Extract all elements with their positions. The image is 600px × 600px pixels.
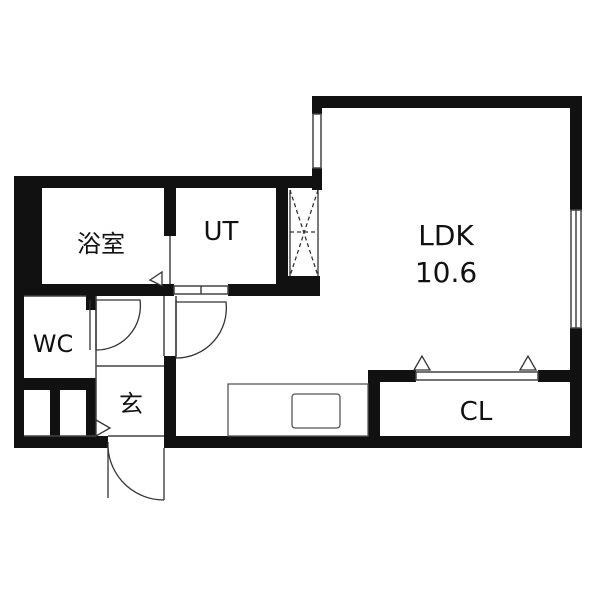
sink [291, 393, 341, 429]
wall-bath-right [164, 176, 176, 236]
label-toilet: WC [33, 330, 74, 358]
label-ldk-size: 10.6 [415, 256, 477, 289]
pillar-ut [288, 276, 320, 294]
wall-bottom-left [14, 436, 108, 448]
label-bath: 浴室 [77, 230, 125, 258]
wall-cl-top-right [538, 370, 582, 382]
wall-ldk-right-lower [570, 328, 582, 448]
wall-cl-left [368, 370, 380, 448]
wall-bath-bottom [14, 284, 164, 296]
wall-entrance-right [164, 356, 176, 448]
door-wc [89, 299, 142, 351]
wall-ldk-left-top [312, 96, 322, 114]
window-ldk-left [312, 113, 322, 169]
markers [95, 270, 538, 438]
door-folding [289, 189, 319, 277]
wall-wc-bottom [14, 378, 96, 390]
walls [14, 96, 582, 448]
marker-entrance [95, 418, 112, 438]
wall-wc-right [86, 296, 96, 310]
wall-ut-right [276, 176, 288, 294]
wall-left-outer [14, 176, 42, 296]
wall-left-outer-lower [14, 296, 24, 448]
wall-storage-a [50, 390, 60, 440]
window-ldk-right [570, 209, 582, 329]
wall-storage-b [86, 390, 96, 440]
doors [89, 189, 319, 501]
counter [227, 383, 369, 437]
label-entrance: 玄 [119, 390, 143, 418]
wall-ldk-top [312, 96, 582, 108]
label-closet: CL [460, 397, 493, 427]
door-entrance [107, 442, 165, 501]
wall-ldk-right-upper [570, 96, 582, 210]
labels: 浴室 UT LDK 10.6 WC 玄 CL [33, 217, 493, 427]
wall-ut-bottom [164, 284, 174, 296]
kitchen-counter [227, 383, 369, 437]
marker-cl-right [518, 354, 538, 371]
cl-door-rail [415, 371, 539, 381]
label-ldk: LDK [418, 219, 474, 252]
windows [173, 113, 582, 329]
marker-bath-door [148, 270, 163, 288]
marker-cl-left [412, 354, 432, 371]
label-utility: UT [204, 217, 239, 247]
door-hall [175, 300, 228, 359]
window-ut-opening [173, 285, 229, 295]
